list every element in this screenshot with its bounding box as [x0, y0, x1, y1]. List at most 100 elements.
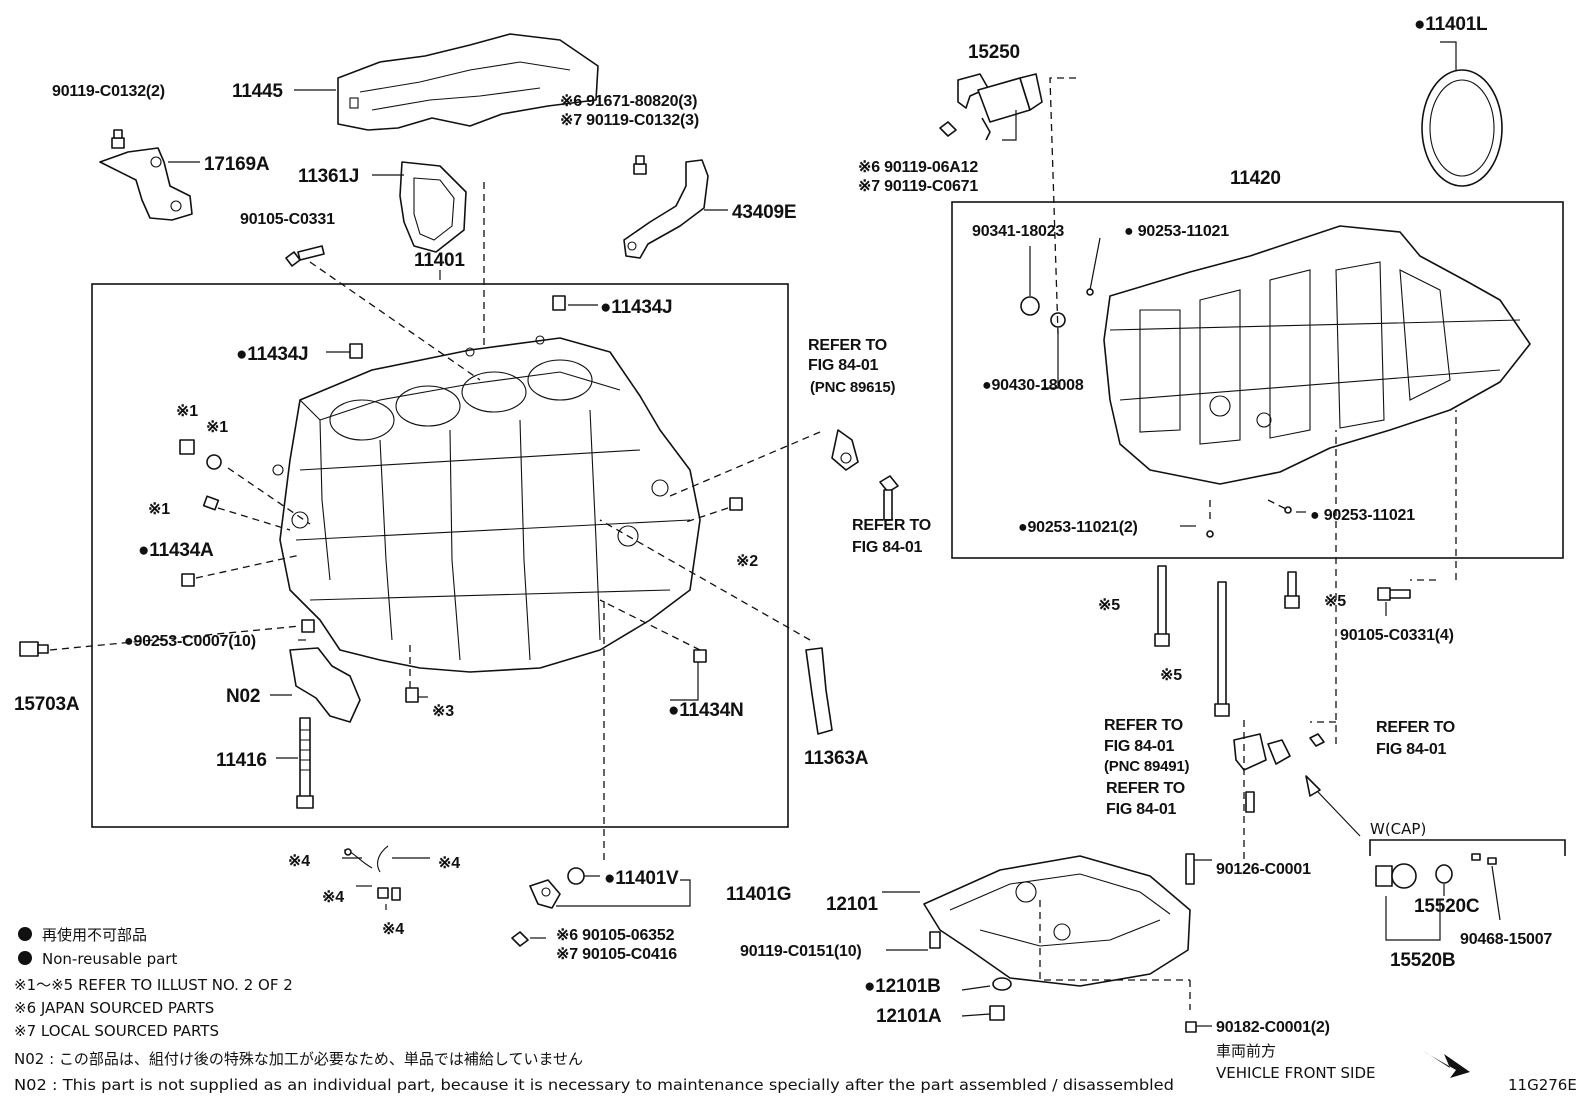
label-90105-c0331: 90105-C0331 — [240, 211, 335, 228]
label-90341-18023: 90341-18023 — [972, 223, 1064, 240]
label-wcap: W(CAP) — [1370, 820, 1426, 838]
label-90105-06352: ※6 90105-06352 — [556, 927, 675, 944]
label-12101: 12101 — [826, 894, 878, 915]
ref1-line2: FIG 84-01 — [808, 357, 879, 374]
marker-4c: ※4 — [322, 889, 344, 906]
leader-lines — [168, 41, 1501, 1027]
wcap-bracket — [1369, 839, 1566, 856]
marker-2: ※2 — [736, 553, 758, 570]
upper-oil-pan-drawing — [1020, 225, 1531, 538]
legend-jp-nonreusable: 再使用不可部品 — [42, 926, 147, 944]
label-90119-c0671: ※7 90119-C0671 — [858, 178, 978, 195]
figure-references: REFER TO FIG 84-01 (PNC 89615) REFER TO … — [808, 337, 1455, 818]
label-15703a: 15703A — [14, 694, 80, 715]
marker-5c: ※5 — [1324, 593, 1346, 610]
ref3-line1: REFER TO — [1104, 717, 1183, 734]
block-small-parts — [179, 295, 743, 809]
ref4-line2: FIG 84-01 — [1106, 801, 1177, 818]
label-11420: 11420 — [1230, 168, 1281, 189]
label-11416: 11416 — [216, 750, 267, 771]
label-90468-15007: 90468-15007 — [1460, 931, 1552, 948]
timing-cover-plate-drawing — [337, 33, 599, 131]
marker-4d: ※4 — [382, 921, 404, 938]
marker-4b: ※4 — [438, 855, 460, 872]
bracket-17169a-drawing — [99, 129, 193, 221]
label-90119-c0132-3: ※7 90119-C0132(3) — [560, 112, 699, 129]
ref3-line3: (PNC 89491) — [1104, 758, 1190, 775]
ref1-line3: (PNC 89615) — [810, 379, 896, 396]
part-labels: 11445 90119-C0132(2) 17169A 11361J ※6 91… — [14, 14, 1553, 1036]
marker-1a: ※1 — [176, 403, 198, 420]
label-11363a: 11363A — [804, 748, 869, 769]
gasket-11361j-drawing — [399, 161, 467, 253]
label-11401l: ●11401L — [1414, 14, 1488, 35]
nonreusable-dot-icon — [18, 951, 32, 965]
wcap-parts-drawing — [1375, 853, 1497, 889]
label-11401: 11401 — [414, 250, 465, 271]
marker-5b: ※5 — [1160, 667, 1182, 684]
label-15250: 15250 — [968, 42, 1020, 63]
bracket-43409e-drawing — [623, 155, 709, 259]
ref4-line1: REFER TO — [1106, 780, 1185, 797]
vehicle-front-jp: 車両前方 — [1216, 1042, 1276, 1060]
label-90253-11021-2: ●90253-11021(2) — [1018, 519, 1138, 536]
label-12101a: 12101A — [876, 1006, 942, 1027]
label-90119-c0132-2: 90119-C0132(2) — [52, 83, 165, 100]
label-11434j-top: ●11434J — [600, 297, 672, 318]
ref5-line1: REFER TO — [1376, 719, 1455, 736]
label-11361j: 11361J — [298, 166, 359, 187]
vehicle-front-en: VEHICLE FRONT SIDE — [1216, 1064, 1376, 1082]
oil-jet-parts — [343, 845, 401, 901]
marker-4a: ※4 — [288, 853, 310, 870]
ref5-line2: FIG 84-01 — [1376, 741, 1447, 758]
figure-code: 11G276E — [1508, 1076, 1577, 1094]
marker-3: ※3 — [432, 703, 454, 720]
label-11445: 11445 — [232, 81, 283, 102]
label-43409e: 43409E — [732, 202, 796, 223]
label-17169a: 17169A — [204, 154, 270, 175]
marker-1b: ※1 — [206, 419, 228, 436]
label-15520b: 15520B — [1390, 950, 1455, 971]
oil-pan-bolts — [1154, 565, 1411, 717]
dashed-lines — [49, 77, 1457, 1010]
label-90182-c0001-2: 90182-C0001(2) — [1216, 1019, 1330, 1036]
note-n02-en: N02 : This part is not supplied as an in… — [14, 1076, 1174, 1094]
label-90253-11021-top: ● 90253-11021 — [1124, 223, 1229, 240]
legend-notes: 再使用不可部品 Non-reusable part ※1～※5 REFER TO… — [14, 926, 1577, 1094]
pipe-11363a-drawing — [805, 647, 833, 735]
cylinder-block-frame — [91, 283, 789, 828]
label-90430-18008: ●90430-18008 — [982, 377, 1084, 394]
oil-seal-11401l-drawing — [1421, 69, 1503, 187]
label-11401v: ●11401V — [604, 868, 679, 889]
label-90253-c0007: ●90253-C0007(10) — [124, 633, 256, 650]
oil-pan-12101-drawing — [923, 853, 1197, 1033]
oil-control-valve-drawing — [939, 73, 1043, 141]
legend-en-nonreusable: Non-reusable part — [42, 950, 177, 968]
label-90119-06a12: ※6 90119-06A12 — [858, 159, 978, 176]
vehicle-front-arrow-icon — [1422, 1050, 1470, 1078]
ref1-line1: REFER TO — [808, 337, 887, 354]
knock-sensor-drawing — [831, 429, 899, 521]
plug-15703a-drawing — [19, 641, 49, 657]
label-90105-c0331-4: 90105-C0331(4) — [1340, 627, 1454, 644]
ref3-line2: FIG 84-01 — [1104, 738, 1175, 755]
note-n02-jp: N02 : この部品は、組付け後の特殊な加工が必要なため、単品では補給していませ… — [14, 1050, 583, 1068]
label-12101b: ●12101B — [864, 976, 941, 997]
bolt-90105-c0331-drawing — [285, 245, 325, 267]
oil-strainer-11401g-drawing — [511, 867, 585, 947]
label-11434j-left: ●11434J — [236, 344, 308, 365]
oil-sensor-drawing — [1233, 733, 1361, 837]
note-1-5: ※1～※5 REFER TO ILLUST NO. 2 OF 2 — [14, 976, 293, 994]
ref2-line1: REFER TO — [852, 517, 931, 534]
oil-pan-upper-frame — [951, 201, 1564, 559]
label-90119-c0151: 90119-C0151(10) — [740, 943, 862, 960]
note-6: ※6 JAPAN SOURCED PARTS — [14, 999, 214, 1017]
note-7: ※7 LOCAL SOURCED PARTS — [14, 1022, 219, 1040]
ref2-line2: FIG 84-01 — [852, 539, 923, 556]
label-n02: N02 — [226, 686, 260, 707]
label-91671-80820: ※6 91671-80820(3) — [560, 93, 697, 110]
label-90105-c0416: ※7 90105-C0416 — [556, 946, 677, 963]
marker-1c: ※1 — [148, 501, 170, 518]
